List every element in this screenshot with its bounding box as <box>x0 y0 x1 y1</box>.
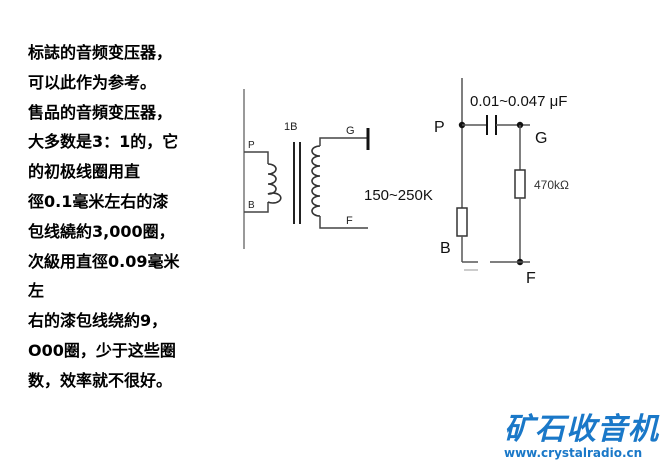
transformer-diagram: 1B P B G F <box>243 89 370 249</box>
text-line: 可以此作为参考。 <box>28 72 157 92</box>
circuit-label-f: F <box>526 270 536 287</box>
watermark-title: 矿石收音机 <box>504 412 659 447</box>
text-line: 数，效率就不很好。 <box>28 370 173 390</box>
text-line: 包线繞約3,000圈， <box>28 221 175 241</box>
text-line: 左 <box>28 281 45 301</box>
resistor-left <box>456 207 468 237</box>
transformer-label-g: G <box>346 125 355 137</box>
circuit-label-g: G <box>535 130 547 147</box>
resistor-right-label: 470kΩ <box>534 178 569 192</box>
transformer-label-f: F <box>346 215 353 227</box>
primary-coil <box>267 163 282 204</box>
primary-lead-bottom <box>244 202 269 213</box>
description-text: 标誌的音频变压器， 可以此作为参考。 售品的音頻变压器， 大多数是3：1的，它 … <box>28 38 218 396</box>
secondary-lead-bottom <box>319 216 368 229</box>
transformer-label-p: P <box>248 140 255 151</box>
text-line: 售品的音頻变压器， <box>28 102 173 122</box>
text-line: O00圈，少于这些圈 <box>28 340 176 360</box>
circuit-diagram: 0.01~0.047 μF 150~250K 470kΩ P G B F <box>364 78 569 287</box>
text-line: 右的漆包线绕約9， <box>28 311 168 331</box>
site-watermark: 矿石收音机 www.crystalradio.cn <box>500 404 665 468</box>
secondary-lead-top <box>319 137 368 146</box>
primary-lead-top <box>244 151 269 164</box>
resistor-left-label: 150~250K <box>364 187 433 204</box>
transformer-label-b: B <box>248 200 255 211</box>
circuit-label-b: B <box>440 240 451 257</box>
text-line: 标誌的音频变压器， <box>28 43 173 62</box>
resistor-right <box>514 169 526 199</box>
text-line: 徑0.1毫米左右的漆 <box>28 191 169 211</box>
circuit-label-p: P <box>434 119 445 136</box>
text-line: 大多数是3：1的，它 <box>28 132 179 152</box>
watermark-url: www.crystalradio.cn <box>504 446 643 460</box>
secondary-coil <box>311 145 321 217</box>
capacitor-label: 0.01~0.047 μF <box>470 93 567 110</box>
text-line: 次級用直徑0.09毫米 <box>28 251 180 271</box>
text-line: 的初极线圈用直 <box>28 162 141 182</box>
transformer-label-top: 1B <box>284 121 297 133</box>
